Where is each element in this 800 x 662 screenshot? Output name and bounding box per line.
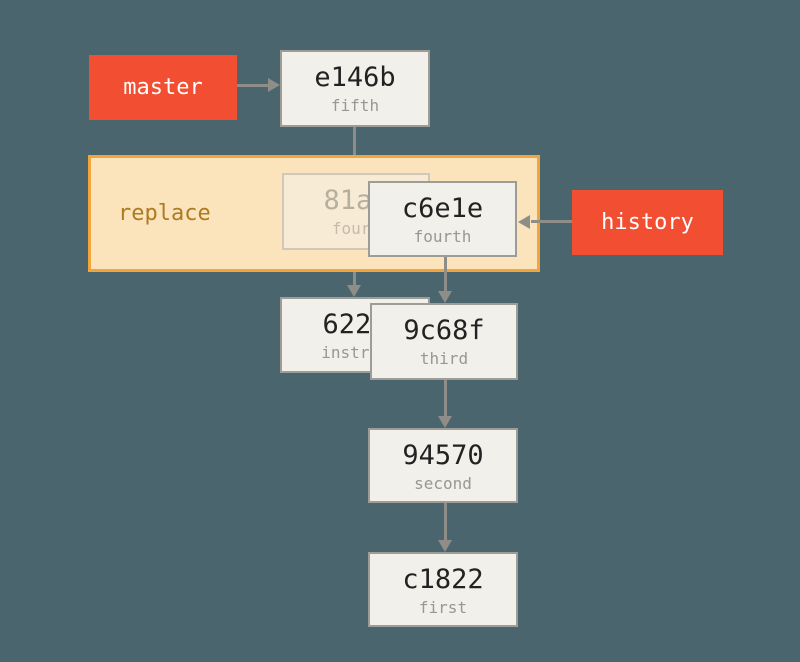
- arrow-right-icon: [268, 78, 280, 92]
- edge-9c68f-to-94570: [443, 380, 447, 417]
- edge-c6e1e-to-9c68f: [443, 257, 447, 292]
- commit-hash: c6e1e: [401, 193, 484, 224]
- commit-message: first: [418, 598, 468, 617]
- commit-c6e1e: c6e1e fourth: [368, 181, 517, 257]
- edge-master-to-e146b: [237, 83, 269, 87]
- replace-region-label: replace: [118, 201, 211, 226]
- commit-message: third: [419, 349, 469, 368]
- commit-message: second: [414, 474, 472, 493]
- edge-replace-region-to-622e: [352, 272, 356, 286]
- commit-c1822: c1822 first: [368, 552, 518, 627]
- commit-message: fourth: [413, 227, 472, 246]
- branch-label-history: history: [572, 190, 723, 255]
- arrow-down-icon: [438, 540, 452, 552]
- edge-history-to-c6e1e: [531, 220, 572, 223]
- branch-label-master: master: [89, 55, 237, 120]
- edge-e146b-to-replace-region: [352, 127, 356, 156]
- arrow-down-icon: [438, 416, 452, 428]
- commit-hash: c1822: [402, 564, 484, 595]
- commit-e146b: e146b fifth: [280, 50, 430, 127]
- commit-hash: e146b: [314, 62, 396, 93]
- commit-hash: 9c68f: [403, 315, 485, 346]
- arrow-down-icon: [438, 291, 452, 303]
- arrow-down-icon: [347, 285, 361, 297]
- commit-9c68f: 9c68f third: [370, 303, 518, 380]
- commit-message: fifth: [330, 96, 380, 115]
- arrow-left-icon: [518, 215, 530, 229]
- commit-94570: 94570 second: [368, 428, 518, 503]
- edge-94570-to-c1822: [443, 503, 447, 541]
- commit-hash: 94570: [402, 440, 484, 471]
